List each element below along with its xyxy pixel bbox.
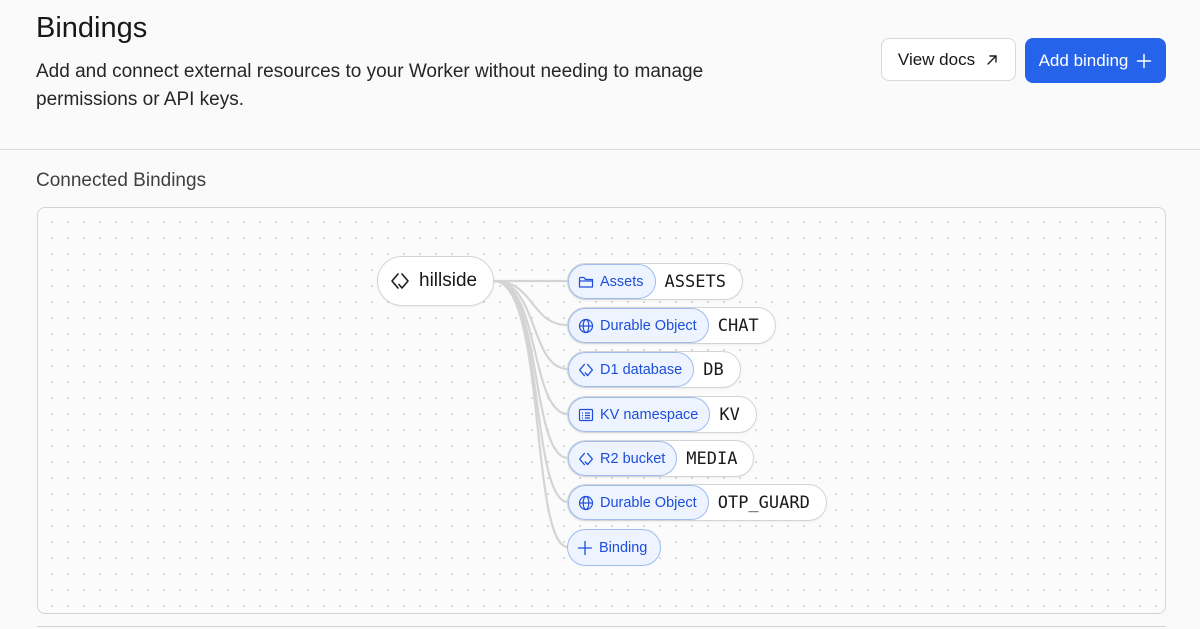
section-title: Connected Bindings: [36, 170, 207, 191]
add-binding-button[interactable]: Add binding: [1025, 38, 1166, 83]
globe-icon: [578, 495, 594, 510]
globe-icon: [578, 318, 594, 333]
binding-type-label: Assets: [600, 273, 644, 290]
add-binding-chip-label: Binding: [599, 539, 648, 556]
worker-name: hillside: [419, 270, 478, 291]
binding-type-chip: D1 database: [568, 352, 695, 387]
binding-kv[interactable]: KV namespace KV: [567, 396, 757, 433]
view-docs-label: View docs: [897, 49, 976, 69]
binding-type-chip: Assets: [568, 264, 656, 299]
binding-db[interactable]: D1 database DB: [567, 351, 741, 388]
add-binding-chip[interactable]: Binding: [567, 529, 662, 566]
binding-name: KV: [719, 404, 740, 425]
folder-icon: [578, 276, 594, 288]
add-binding-label: Add binding: [1038, 50, 1129, 70]
binding-assets[interactable]: Assets ASSETS: [567, 263, 743, 300]
binding-type-label: Durable Object: [600, 317, 697, 334]
binding-name: OTP_GUARD: [717, 492, 810, 513]
binding-type-chip: Durable Object: [568, 308, 709, 343]
page-title: Bindings: [36, 12, 148, 44]
binding-media[interactable]: R2 bucket MEDIA: [567, 440, 755, 477]
view-docs-button[interactable]: View docs: [881, 38, 1016, 81]
plus-icon: [1137, 53, 1152, 68]
binding-name: ASSETS: [664, 271, 726, 292]
binding-type-chip: R2 bucket: [568, 441, 678, 476]
binding-type-label: D1 database: [600, 361, 683, 378]
binding-name: DB: [703, 359, 724, 380]
binding-type-label: R2 bucket: [600, 450, 666, 467]
page-header: Bindings Add and connect external resour…: [0, 0, 1200, 150]
arrow-up-right-icon: [987, 54, 997, 65]
binding-otp-guard[interactable]: Durable Object OTP_GUARD: [567, 484, 827, 521]
plus-icon: [577, 540, 593, 555]
worker-icon: [578, 363, 594, 376]
binding-type-chip: KV namespace: [568, 397, 711, 432]
worker-icon: [391, 273, 409, 289]
binding-chat[interactable]: Durable Object CHAT: [567, 307, 776, 344]
binding-type-label: Durable Object: [600, 494, 697, 511]
page-description: Add and connect external resources to yo…: [36, 61, 704, 110]
binding-type-label: KV namespace: [600, 406, 699, 423]
binding-name: CHAT: [717, 315, 759, 336]
divider: [37, 626, 1166, 629]
list-icon: [578, 408, 594, 421]
binding-type-chip: Durable Object: [568, 485, 709, 520]
binding-name: MEDIA: [686, 448, 738, 469]
worker-node[interactable]: hillside: [377, 256, 494, 306]
worker-icon: [578, 452, 594, 465]
